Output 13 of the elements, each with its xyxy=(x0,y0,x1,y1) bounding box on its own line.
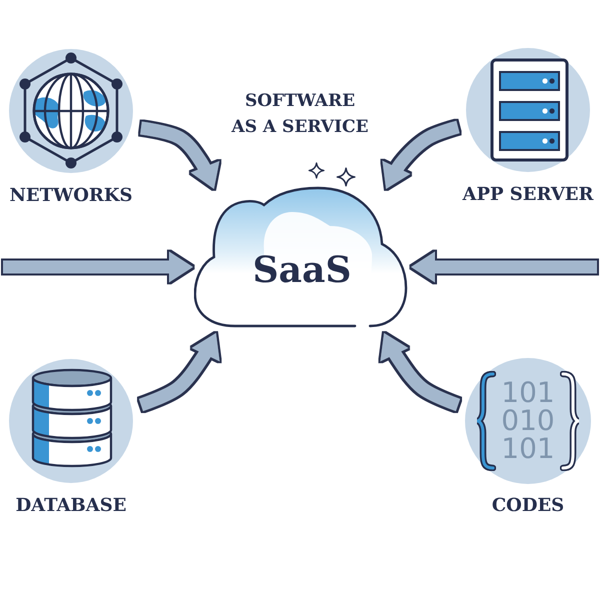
block-arrow xyxy=(411,252,597,282)
node-label: NETWORKS xyxy=(9,185,133,207)
block-arrow xyxy=(138,330,222,412)
binary-digits: 101 010 101 xyxy=(500,379,556,463)
block-arrow xyxy=(3,252,193,282)
block-arrow xyxy=(378,330,460,412)
node-label: CODES xyxy=(492,495,564,517)
title: SOFTWARE AS A SERVICE xyxy=(230,90,370,139)
node-label: SaaS xyxy=(252,250,352,290)
block-arrow xyxy=(140,122,220,192)
block-arrow xyxy=(380,120,460,192)
node-label: DATABASE xyxy=(16,495,126,517)
node-label: APP SERVER xyxy=(462,184,594,206)
